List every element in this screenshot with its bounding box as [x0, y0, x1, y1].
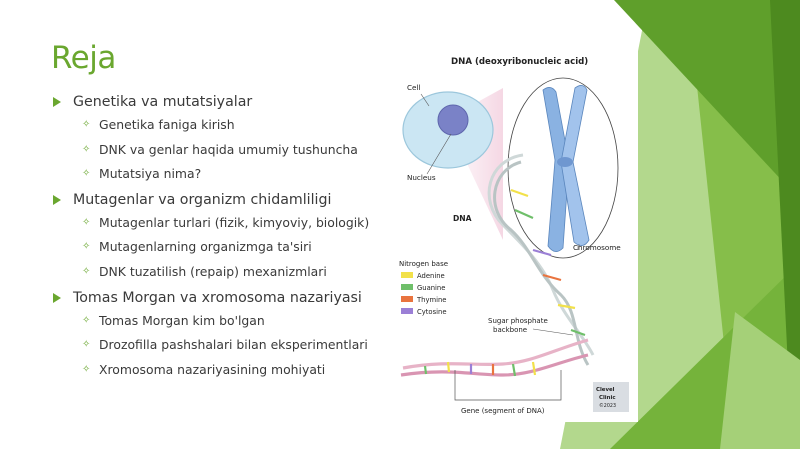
sub-item-text: DNK tuzatilish (repaip) mexanizmlari [99, 263, 327, 279]
sub-item-text: Mutagenlar turlari (fizik, kimyoviy, bio… [99, 214, 370, 230]
sub-item-text: DNK va genlar haqida umumiy tushuncha [99, 141, 358, 157]
diamond-bullet-icon: ✧ [82, 363, 91, 375]
diamond-bullet-icon: ✧ [82, 143, 91, 155]
logo-line-3: ©2023 [599, 402, 616, 409]
nucleus-label: Nucleus [407, 173, 436, 182]
legend-label-thymine: Thymine [416, 296, 446, 304]
sub-item: ✧ Mutatsiya nima? [73, 165, 393, 182]
outline-item-2-text: Mutagenlar va organizm chidamliligi [73, 191, 332, 208]
backbone-label-line2: backbone [493, 326, 527, 334]
cleveland-clinic-logo: Clevel Clinic ©2023 [593, 382, 629, 412]
legend-swatch-thymine [401, 296, 413, 302]
sub-item: ✧ Xromosoma nazariyasining mohiyati [73, 361, 393, 378]
sub-item: ✧ Tomas Morgan kim bo'lgan [73, 312, 393, 329]
diamond-bullet-icon: ✧ [82, 119, 91, 130]
legend-swatch-guanine [401, 284, 413, 290]
outline-item-3: Tomas Morgan va xromosoma nazariyasi ✧ To… [53, 288, 393, 378]
legend-title: Nitrogen base [399, 260, 448, 268]
sub-item-text: Drozofilla pashshalari bilan eksperiment… [99, 337, 368, 353]
diamond-bullet-icon: ✧ [82, 265, 91, 277]
sub-item-text: Xromosoma nazariyasining mohiyati [99, 361, 326, 377]
diamond-bullet-icon: ✧ [82, 339, 91, 351]
outline-item-2: Mutagenlar va organizm chidamliligi ✧ Mut… [53, 190, 393, 280]
cell-label: Cell [407, 83, 420, 92]
figure-title: DNA (deoxyribonucleic acid) [451, 57, 588, 67]
sub-item: ✧ DNK tuzatilish (repaip) mexanizmlari [73, 263, 393, 280]
backbone-label-line1: Sugar phosphate [488, 317, 548, 325]
cell-leader [420, 93, 430, 107]
sub-item: ✧ Genetika faniga kirish [73, 116, 393, 133]
outline-item-3-text: Tomas Morgan va xromosoma nazariyasi [73, 289, 362, 306]
legend-label-guanine: Guanine [417, 284, 445, 292]
outline-list: Genetika va mutatsiyalar ✧ Genetika fanig… [53, 92, 393, 385]
outline-item-3-sublist: ✧ Tomas Morgan kim bo'lgan ✧ Drozofilla pa… [73, 312, 393, 378]
green-strip-right [770, 0, 800, 449]
dna-helix [400, 153, 595, 377]
sub-item-text: Tomas Morgan kim bo'lgan [99, 312, 265, 328]
legend-swatch-cytosine [401, 308, 413, 314]
diamond-bullet-icon: ✧ [82, 241, 91, 253]
gene-bracket [454, 370, 562, 401]
dna-illustration: DNA (deoxyribonucleic acid) Cell Nucleus… [399, 57, 629, 415]
gene-label: Gene (segment of DNA) [461, 407, 545, 415]
legend-swatch-adenine [401, 272, 413, 278]
nucleus-leader [426, 133, 452, 175]
legend-label-adenine: Adenine [417, 272, 445, 280]
outline-item-1: Genetika va mutatsiyalar ✧ Genetika fanig… [53, 92, 393, 182]
green-shard-dark [614, 0, 800, 200]
triangle-bullet-icon [53, 194, 61, 205]
backbone-leader [532, 328, 574, 336]
sub-item-text: Mutatsiya nima? [99, 166, 202, 182]
logo-line-2: Clinic [599, 395, 616, 401]
logo-line-1: Clevel [596, 387, 615, 393]
dna-figure: DNA (deoxyribonucleic acid) Cell Nucleus… [393, 50, 638, 422]
chromosome-label: Chromosome [573, 243, 621, 252]
diamond-bullet-icon: ✧ [82, 216, 91, 228]
outline-item-1-text: Genetika va mutatsiyalar [73, 94, 253, 110]
sub-item: ✧ DNK va genlar haqida umumiy tushuncha [73, 141, 393, 158]
nitrogen-base-legend: Nitrogen base Adenine Guanine Thymine Cy… [399, 260, 448, 316]
sub-item: ✧ Drozofilla pashshalari bilan eksperimen… [73, 336, 393, 353]
sub-item-text: Mutagenlarning organizmga ta'siri [99, 239, 312, 255]
sub-item-text: Genetika faniga kirish [99, 117, 235, 132]
outline-item-1-sublist: ✧ Genetika faniga kirish ✧ DNK va genlar h… [73, 116, 393, 182]
diamond-bullet-icon: ✧ [82, 314, 91, 326]
triangle-bullet-icon [53, 97, 61, 107]
sub-item: ✧ Mutagenlarning organizmga ta'siri [73, 238, 393, 255]
dna-label: DNA [453, 214, 472, 223]
diamond-bullet-icon: ✧ [82, 168, 91, 180]
green-shard-bottom [720, 312, 800, 449]
sub-item: ✧ Mutagenlar turlari (fizik, kimyoviy, bi… [73, 214, 393, 231]
triangle-bullet-icon [53, 292, 61, 303]
chromosome-shape [542, 85, 590, 252]
outline-item-2-sublist: ✧ Mutagenlar turlari (fizik, kimyoviy, bi… [73, 214, 393, 280]
nucleus-shape [437, 104, 469, 136]
slide-title: Reja [51, 40, 116, 76]
legend-label-cytosine: Cytosine [417, 308, 447, 316]
